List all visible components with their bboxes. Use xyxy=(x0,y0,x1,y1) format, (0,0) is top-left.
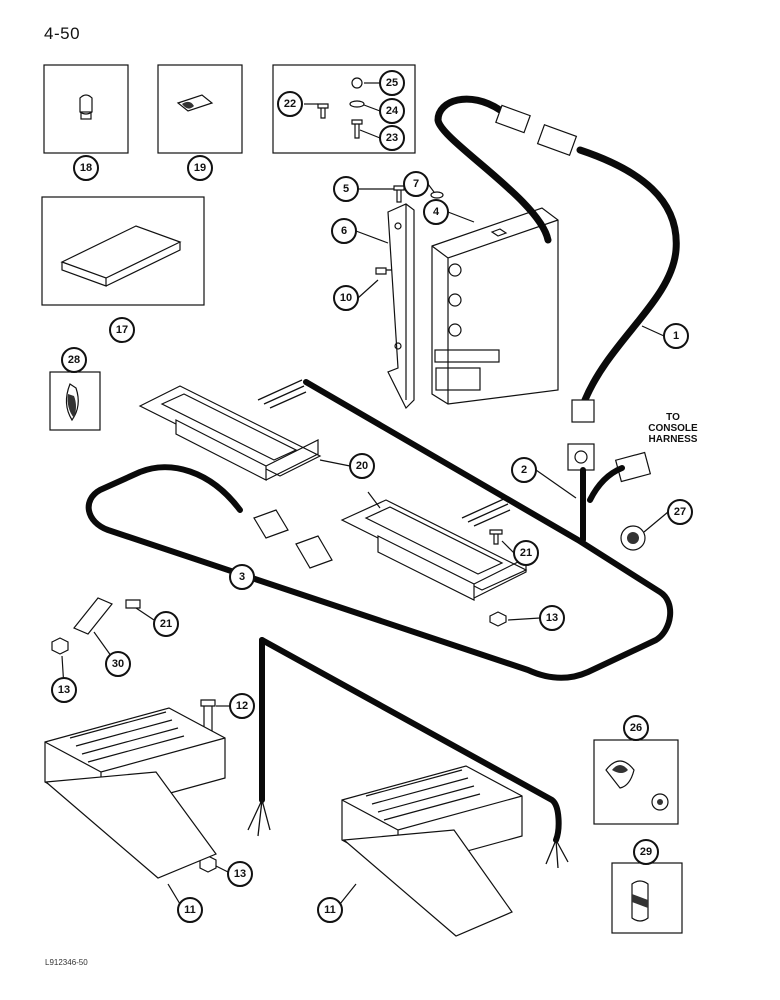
callout-18: 18 xyxy=(73,155,99,181)
page-number: 4-50 xyxy=(44,24,81,43)
callout-22: 22 xyxy=(277,91,303,117)
console-label-line-3: HARNESS xyxy=(648,434,698,445)
svg-text:1: 1 xyxy=(673,330,679,342)
field-lamp-right xyxy=(341,765,523,937)
inset-clamp xyxy=(593,739,679,825)
cable-assembly xyxy=(434,95,680,404)
callout-29: 29 xyxy=(633,839,659,865)
callout-30: 30 xyxy=(105,651,131,677)
callout-13-right: 13 xyxy=(539,605,565,631)
callout-27: 27 xyxy=(667,499,693,525)
callout-1: 1 xyxy=(663,323,689,349)
svg-text:21: 21 xyxy=(520,547,532,559)
inset-strap xyxy=(49,371,101,431)
console-label-line-1: TO xyxy=(666,412,680,423)
callout-3: 3 xyxy=(229,564,255,590)
callout-20: 20 xyxy=(349,453,375,479)
svg-text:23: 23 xyxy=(386,132,398,144)
callout-13-left: 13 xyxy=(51,677,77,703)
svg-text:17: 17 xyxy=(116,324,128,336)
callout-2: 2 xyxy=(511,457,537,483)
svg-text:13: 13 xyxy=(58,684,70,696)
callout-26: 26 xyxy=(623,715,649,741)
callout-6: 6 xyxy=(331,218,357,244)
inset-clip xyxy=(157,64,243,154)
figure-code: L912346-50 xyxy=(45,958,88,967)
svg-text:2: 2 xyxy=(521,464,527,476)
mounting-bracket xyxy=(387,203,415,410)
svg-text:26: 26 xyxy=(630,722,642,734)
svg-text:11: 11 xyxy=(324,904,336,916)
svg-text:18: 18 xyxy=(80,162,92,174)
callout-25: 25 xyxy=(379,70,405,96)
callout-10: 10 xyxy=(333,285,359,311)
svg-text:7: 7 xyxy=(413,178,419,190)
lamp-panel-rear xyxy=(138,385,322,481)
inset-clamp-2 xyxy=(611,862,683,934)
callout-21-lower: 21 xyxy=(153,611,179,637)
svg-text:25: 25 xyxy=(386,77,398,89)
svg-text:13: 13 xyxy=(546,612,558,624)
callout-11-right: 11 xyxy=(317,897,343,923)
svg-text:3: 3 xyxy=(239,571,245,583)
lamp-pigtails xyxy=(247,799,569,869)
callout-21-upper: 21 xyxy=(513,540,539,566)
svg-text:27: 27 xyxy=(674,506,686,518)
callout-28: 28 xyxy=(61,347,87,373)
callout-group: 18 19 22 25 24 23 17 5 7 6 4 10 1 28 20 … xyxy=(51,70,693,923)
lamp-leads xyxy=(257,379,511,527)
control-module xyxy=(431,207,559,405)
callout-17: 17 xyxy=(109,317,135,343)
svg-text:24: 24 xyxy=(386,105,399,117)
callout-7: 7 xyxy=(403,171,429,197)
svg-text:20: 20 xyxy=(356,460,368,472)
inset-bulb xyxy=(43,64,129,154)
svg-text:4: 4 xyxy=(433,206,440,218)
callout-19: 19 xyxy=(187,155,213,181)
console-branch xyxy=(580,465,625,543)
grommet xyxy=(620,525,646,551)
harness-drop xyxy=(259,637,562,843)
console-label-line-2: CONSOLE xyxy=(648,423,698,434)
svg-text:29: 29 xyxy=(640,846,652,858)
callout-24: 24 xyxy=(379,98,405,124)
svg-text:5: 5 xyxy=(343,183,349,195)
callout-13-bottom: 13 xyxy=(227,861,253,887)
inset-panel xyxy=(41,196,205,306)
cable-connectors xyxy=(495,104,652,483)
field-lamp-left xyxy=(44,707,226,879)
callout-23: 23 xyxy=(379,125,405,151)
svg-text:28: 28 xyxy=(68,354,80,366)
svg-text:22: 22 xyxy=(284,98,296,110)
wiring-harness-loop xyxy=(85,379,674,681)
callout-4: 4 xyxy=(423,199,449,225)
svg-text:11: 11 xyxy=(184,904,196,916)
svg-text:12: 12 xyxy=(236,700,248,712)
svg-text:10: 10 xyxy=(340,292,352,304)
lamp-panel-front xyxy=(340,499,528,601)
svg-text:19: 19 xyxy=(194,162,206,174)
svg-text:21: 21 xyxy=(160,618,172,630)
console-harness-label: TO CONSOLE HARNESS xyxy=(638,412,708,445)
callout-12: 12 xyxy=(229,693,255,719)
callout-11-left: 11 xyxy=(177,897,203,923)
inline-connectors xyxy=(253,509,333,569)
svg-text:6: 6 xyxy=(341,225,347,237)
svg-text:30: 30 xyxy=(112,658,124,670)
svg-text:13: 13 xyxy=(234,868,246,880)
callout-5: 5 xyxy=(333,176,359,202)
